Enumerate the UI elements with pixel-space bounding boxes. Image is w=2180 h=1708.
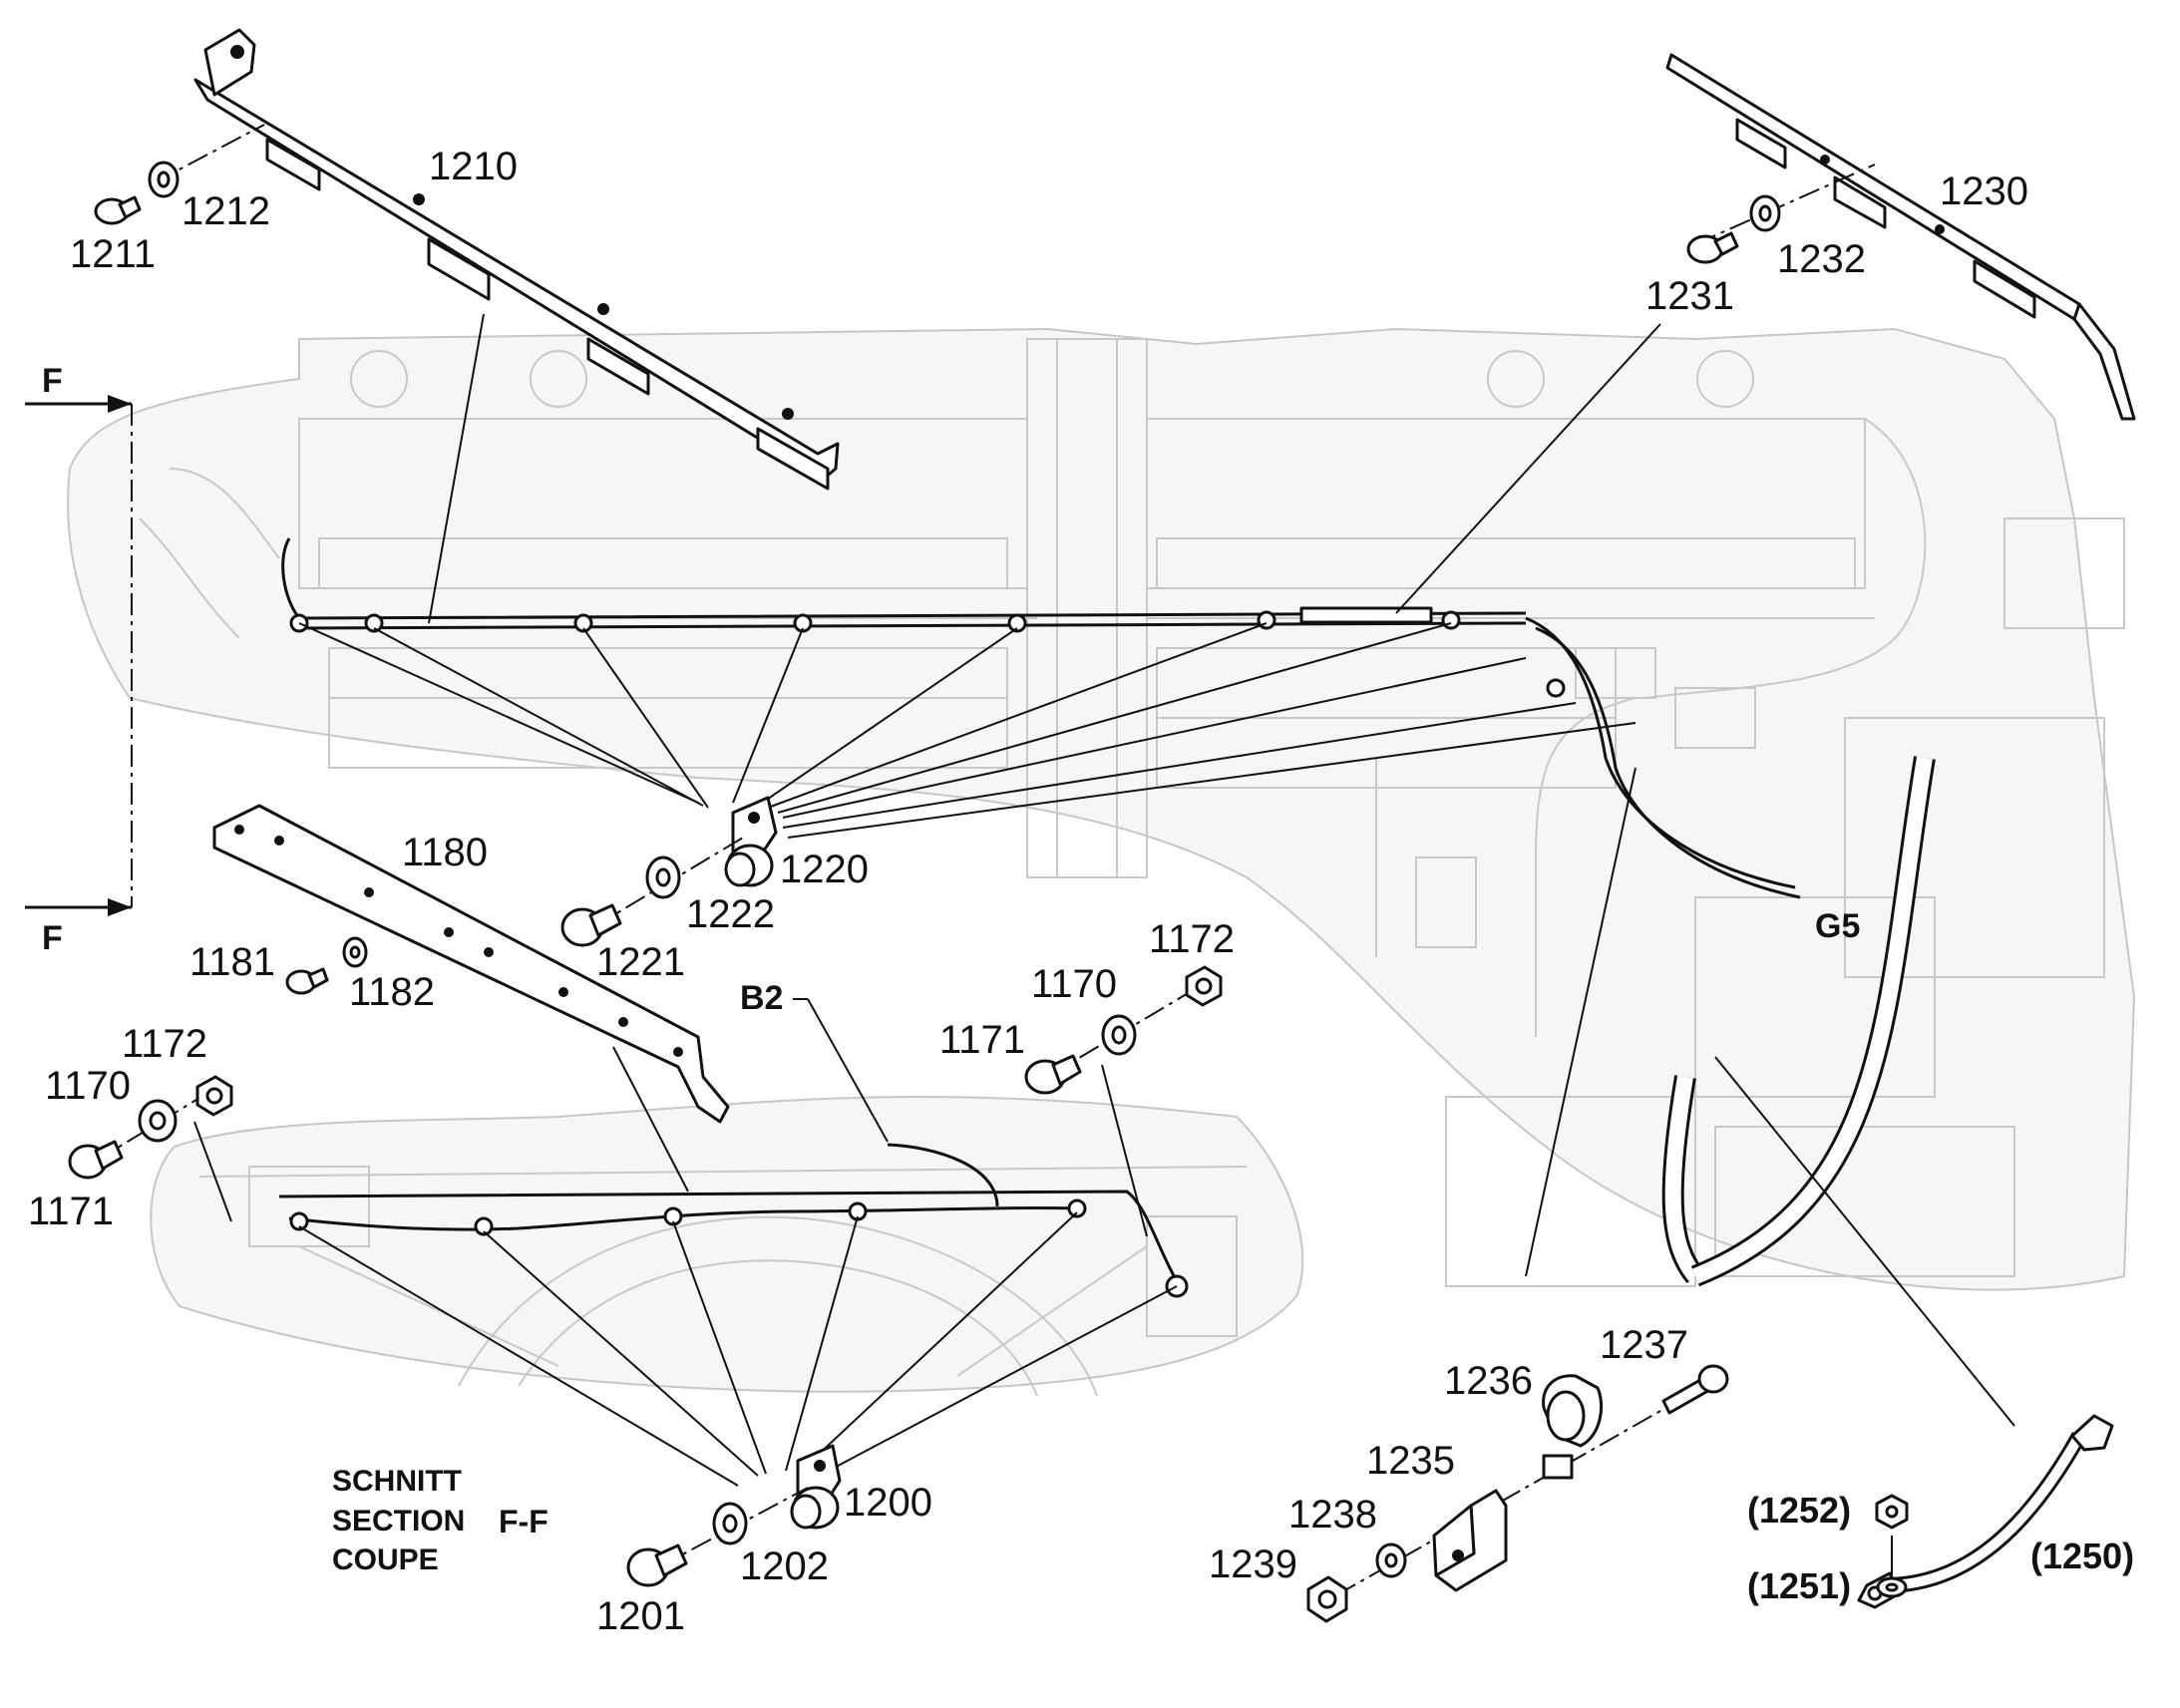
bracket-1210	[193, 28, 840, 491]
callout-1182: 1182	[349, 970, 435, 1014]
bracket-1180	[212, 804, 730, 1124]
leader-lines-1220	[298, 622, 1636, 839]
leader-1236	[1525, 767, 1636, 1277]
callout-1172-right: 1172	[1149, 917, 1235, 961]
clamp-1236	[1542, 1374, 1604, 1480]
section-ff-background	[150, 1095, 1304, 1397]
callout-1181: 1181	[189, 940, 275, 984]
callout-1172-left: 1172	[122, 1022, 207, 1066]
leader-1180	[612, 1046, 689, 1193]
callout-1239: 1239	[1209, 1542, 1297, 1586]
washer-1232	[1749, 194, 1781, 232]
callout-1170-left: 1170	[45, 1064, 131, 1108]
callout-1202: 1202	[740, 1544, 829, 1588]
screw-1201	[626, 1543, 688, 1587]
nut-1252	[1875, 1494, 1909, 1530]
washer-1222	[645, 855, 681, 899]
axis-1230	[1694, 164, 1876, 245]
callout-1220: 1220	[780, 848, 869, 891]
leader-b2	[807, 998, 889, 1143]
ground-cable	[1661, 756, 1936, 1287]
section-marker-f: F F	[25, 362, 133, 957]
callout-1250: (1250)	[2030, 1536, 2134, 1576]
bracket-1230	[1665, 53, 2136, 421]
screw-1171-right	[1024, 1054, 1082, 1095]
callout-1222: 1222	[686, 892, 775, 936]
callout-1201: 1201	[596, 1594, 685, 1638]
leader-1170-left	[193, 1121, 232, 1222]
axis-1236	[1335, 1373, 1726, 1596]
callout-1231: 1231	[1645, 274, 1734, 318]
callout-1238: 1238	[1288, 1493, 1377, 1537]
washer-1238	[1375, 1542, 1407, 1578]
section-label: SCHNITT SECTION COUPE F-F	[332, 1465, 548, 1576]
callout-1212: 1212	[182, 189, 270, 233]
washer-1170-left	[138, 1099, 178, 1143]
nut-1172-right	[1185, 965, 1223, 1007]
callout-1251: (1251)	[1747, 1565, 1851, 1606]
washer-1170-right	[1101, 1014, 1137, 1056]
angle-bracket-1235	[1432, 1489, 1508, 1592]
callout-1252: (1252)	[1747, 1490, 1851, 1531]
callout-1230: 1230	[1940, 170, 2028, 213]
section-label-line1: SCHNITT	[332, 1465, 462, 1498]
screw-1221	[560, 903, 622, 947]
callout-1221: 1221	[596, 940, 685, 984]
leader-1210	[428, 313, 485, 624]
nut-1239	[1306, 1575, 1348, 1623]
washer-1182	[342, 936, 368, 968]
callout-1170-right: 1170	[1031, 962, 1117, 1006]
callout-1232: 1232	[1777, 237, 1866, 281]
marker-b2: B2	[740, 979, 783, 1017]
callout-1237: 1237	[1600, 1323, 1688, 1367]
leader-lines-1200	[298, 1211, 1178, 1487]
callout-1235: 1235	[1366, 1439, 1455, 1483]
callout-1210: 1210	[429, 145, 518, 188]
leader-1250	[1714, 1056, 2015, 1427]
screw-1171-left	[68, 1140, 124, 1180]
marker-f-bottom: F	[42, 919, 63, 957]
nut-1172-left	[195, 1075, 233, 1117]
marker-f-top: F	[42, 362, 63, 400]
upper-harness	[281, 537, 1801, 899]
leader-1231	[1395, 323, 1661, 614]
callout-1211: 1211	[70, 232, 156, 276]
callout-1180: 1180	[402, 831, 488, 874]
clip-1220	[724, 796, 778, 887]
callout-1171-right: 1171	[939, 1018, 1025, 1062]
section-label-id: F-F	[499, 1504, 548, 1539]
washer-1202	[712, 1502, 748, 1545]
marker-g5: G5	[1815, 907, 1860, 945]
screw-1211	[94, 195, 142, 225]
screw-1231	[1686, 231, 1739, 264]
screw-1181	[285, 967, 329, 995]
washer-1251	[1876, 1576, 1908, 1598]
section-label-line3: COUPE	[332, 1543, 439, 1576]
callout-1236: 1236	[1444, 1359, 1533, 1403]
washer-1212	[148, 161, 180, 198]
section-label-line2: SECTION	[332, 1505, 465, 1537]
engine-background-upper	[67, 327, 2136, 1291]
clip-1200	[790, 1444, 842, 1530]
callout-1171-left: 1171	[28, 1190, 114, 1233]
bolt-1237	[1661, 1364, 1729, 1415]
callout-1200: 1200	[844, 1481, 932, 1525]
